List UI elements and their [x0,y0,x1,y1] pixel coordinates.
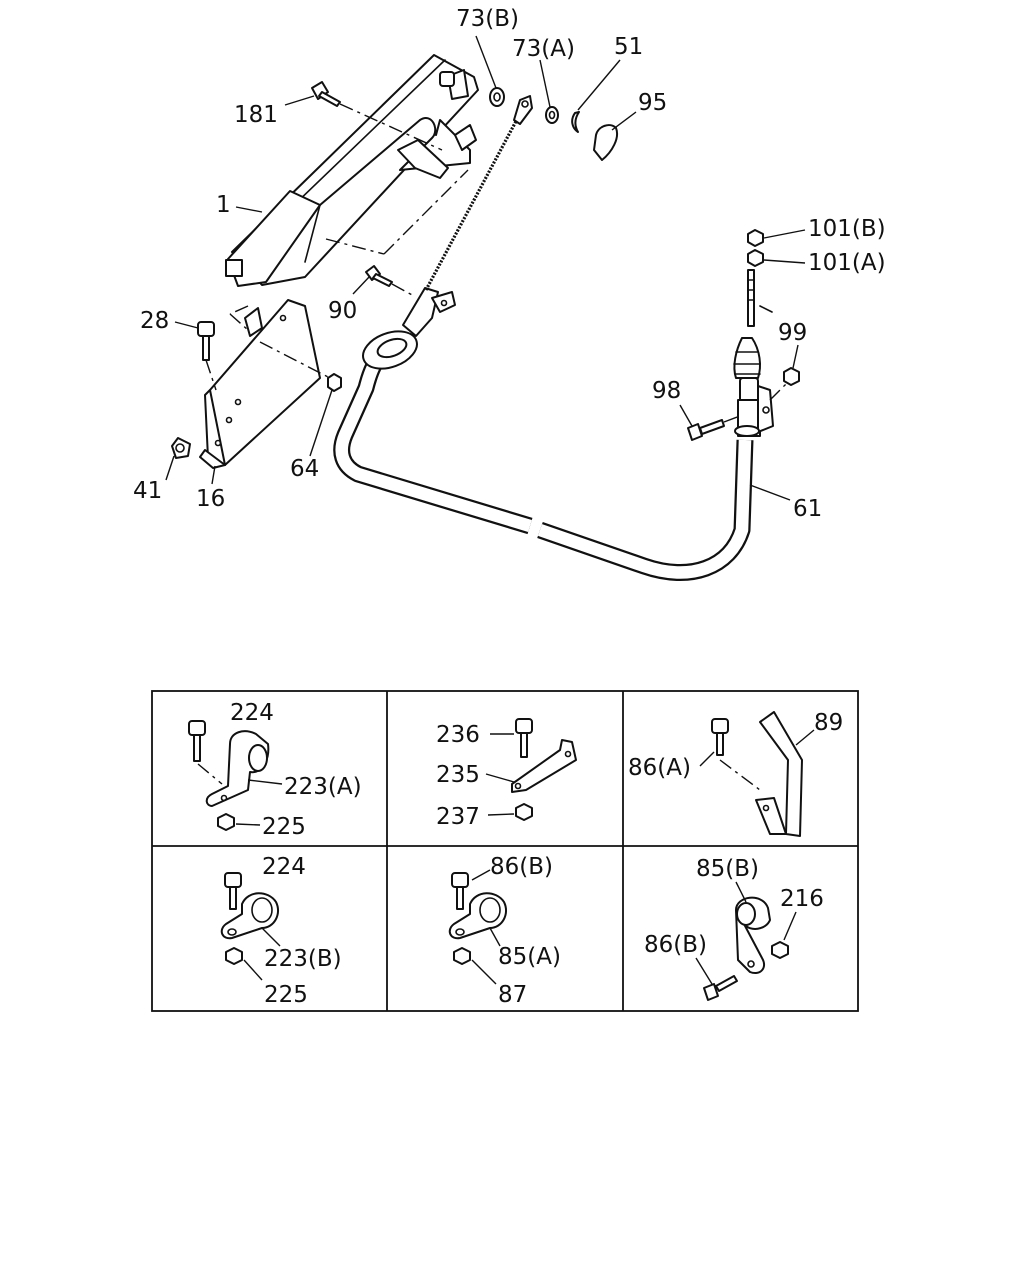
label-223a: 223(A) [284,774,362,800]
cell-clamp-223a [188,720,283,831]
label-89: 89 [814,710,843,736]
label-225-b: 225 [264,982,308,1008]
label-225-a: 225 [262,814,306,840]
lever-bracket [199,299,321,469]
label-41: 41 [133,478,162,504]
label-86b-2: 86(B) [644,932,707,958]
label-99: 99 [778,320,807,346]
label-90: 90 [328,298,357,324]
label-61: 61 [793,496,822,522]
label-237: 237 [436,804,480,830]
brake-cable [333,95,754,581]
label-85b: 85(B) [696,856,759,882]
nut-99 [783,367,800,386]
cell-clamp-85b [695,881,797,1001]
bolt-98 [687,419,725,441]
parking-brake-lever [225,54,479,287]
label-16: 16 [196,486,225,512]
label-51: 51 [614,34,643,60]
clip-51 [571,111,580,133]
boot-95 [593,124,618,161]
label-1: 1 [216,192,231,218]
label-216: 216 [780,886,824,912]
label-85a: 85(A) [498,944,561,970]
label-64: 64 [290,456,319,482]
cell-clamp-85a [448,869,508,985]
label-181: 181 [234,102,278,128]
nut-101b [747,229,764,247]
label-73a: 73(A) [512,36,575,62]
washer-73b [489,87,505,107]
label-87: 87 [498,982,527,1008]
leader-lines [165,35,806,501]
label-86b-1: 86(B) [490,854,553,880]
washer-73a [545,106,559,124]
label-223b: 223(B) [264,946,342,972]
label-236: 236 [436,722,480,748]
nut-101a [747,249,764,267]
cell-bracket-235 [485,718,577,821]
label-86a: 86(A) [628,755,691,781]
bolt-181 [311,81,341,107]
nut-64 [327,373,342,392]
label-73b: 73(B) [456,6,519,32]
bolt-28 [197,321,215,361]
cell-bracket-89 [699,711,815,837]
label-224-a: 224 [230,700,274,726]
label-101a: 101(A) [808,250,886,276]
label-235: 235 [436,762,480,788]
cable-end-bracket [733,269,774,437]
label-101b: 101(B) [808,216,886,242]
label-224-b: 224 [262,854,306,880]
clip-parts-table [151,690,859,1012]
label-95: 95 [638,90,667,116]
cell-clamp-223b [220,872,281,981]
label-28: 28 [140,308,169,334]
nut-41 [171,437,191,459]
label-98: 98 [652,378,681,404]
